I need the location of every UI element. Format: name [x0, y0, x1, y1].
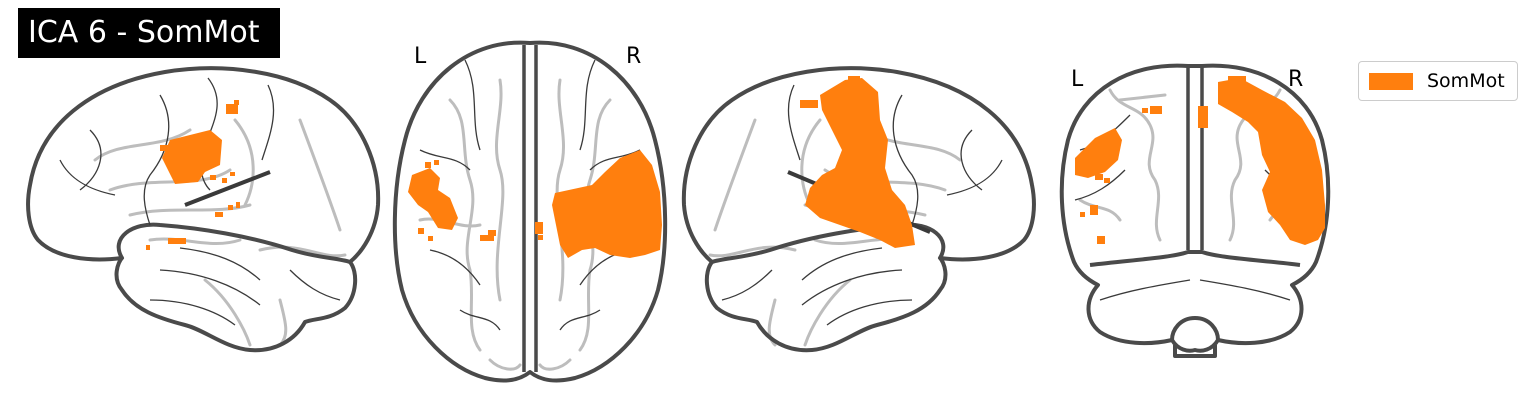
coronal-right-label: R	[1288, 67, 1304, 92]
legend-swatch	[1369, 72, 1413, 90]
legend-label: SomMot	[1427, 70, 1505, 92]
figure-title: ICA 6 - SomMot	[18, 8, 280, 58]
coronal-left-label: L	[1071, 67, 1084, 92]
brain-view-coronal	[1059, 63, 1331, 358]
brain-view-sagittal-left	[26, 66, 381, 353]
legend: SomMot	[1358, 61, 1518, 101]
axial-right-label: R	[626, 44, 642, 69]
brain-view-axial	[392, 40, 668, 383]
axial-left-label: L	[414, 44, 427, 69]
brain-view-sagittal-right	[681, 66, 1036, 353]
